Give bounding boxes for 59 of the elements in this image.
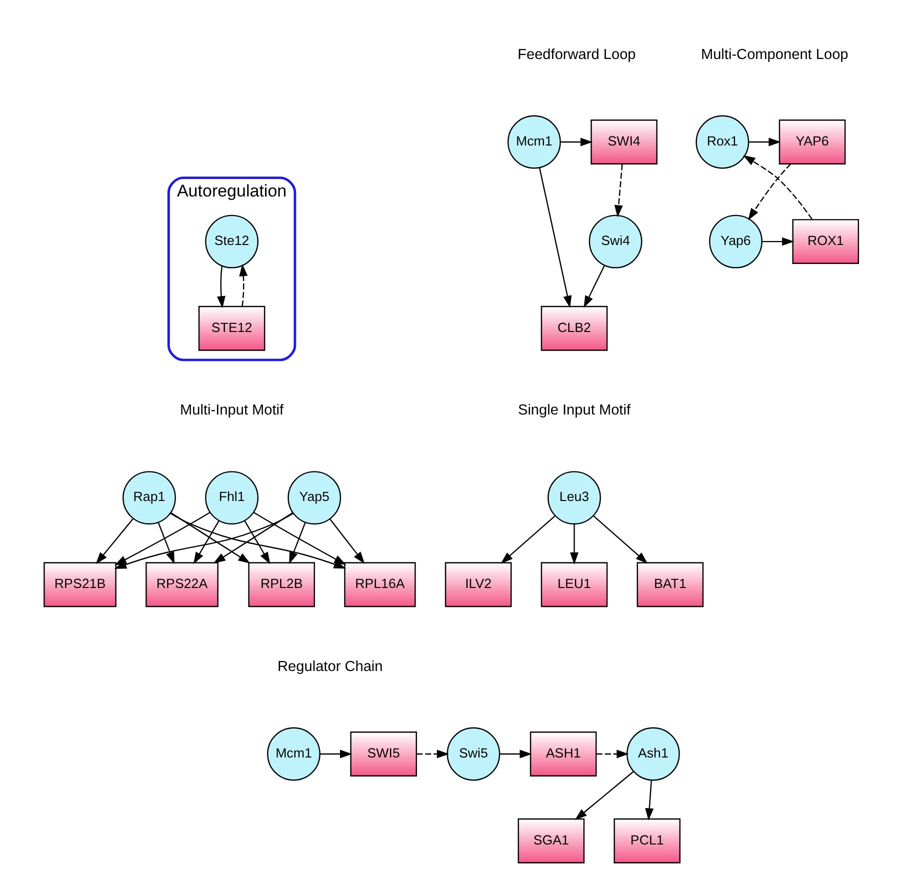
arrow bbox=[748, 162, 791, 220]
node-box: SWI4 bbox=[590, 119, 657, 164]
arrow bbox=[538, 167, 572, 308]
arrow bbox=[157, 522, 174, 564]
label: Regulator Chain bbox=[277, 658, 382, 674]
node-circle: Swi4 bbox=[588, 214, 642, 268]
arrow bbox=[592, 515, 648, 564]
node-circle: Rap1 bbox=[122, 470, 176, 524]
node-circle: Mcm1 bbox=[506, 114, 560, 168]
node-box: CLB2 bbox=[540, 305, 608, 350]
arrow bbox=[570, 524, 578, 564]
arrow bbox=[644, 780, 654, 820]
node-box: STE12 bbox=[198, 305, 265, 350]
arrow bbox=[499, 749, 532, 758]
arrow bbox=[583, 264, 605, 308]
arrow bbox=[244, 520, 270, 564]
node-box: RPL16A bbox=[344, 562, 416, 607]
arrow bbox=[170, 512, 250, 563]
node-circle: Fhl1 bbox=[204, 470, 258, 524]
node-box: RPS22A bbox=[145, 562, 218, 607]
node-box: LEU1 bbox=[540, 562, 608, 607]
node-circle: Yap5 bbox=[287, 470, 341, 524]
node-circle: Yap6 bbox=[708, 214, 762, 268]
arrow bbox=[320, 749, 352, 758]
node-box: SWI5 bbox=[350, 731, 416, 776]
node-box: YAP6 bbox=[778, 119, 846, 164]
arrow bbox=[192, 520, 219, 564]
node-box: RPS21B bbox=[43, 562, 116, 607]
node-box: BAT1 bbox=[636, 562, 704, 607]
arrow bbox=[416, 749, 449, 758]
arrow bbox=[762, 236, 794, 246]
node-box: ASH1 bbox=[529, 731, 596, 776]
arrow bbox=[288, 522, 306, 564]
node-box: RPL2B bbox=[248, 562, 314, 607]
node-circle: Ste12 bbox=[204, 214, 258, 268]
arrow bbox=[614, 164, 622, 217]
arrow bbox=[574, 770, 634, 820]
node-box: ILV2 bbox=[444, 562, 512, 607]
node-box: PCL1 bbox=[613, 818, 680, 863]
node-box: SGA1 bbox=[517, 818, 584, 863]
node-circle: Leu3 bbox=[547, 470, 600, 524]
node-box: ROX1 bbox=[792, 218, 859, 264]
arrow bbox=[500, 515, 555, 564]
arrow bbox=[212, 512, 292, 563]
arrow bbox=[596, 749, 628, 758]
arrow bbox=[742, 154, 812, 219]
node-circle: Ash1 bbox=[626, 726, 680, 780]
node-circle: Rox1 bbox=[695, 114, 749, 168]
arrow bbox=[560, 137, 592, 146]
arrow bbox=[238, 264, 248, 306]
node-circle: Swi5 bbox=[446, 726, 500, 780]
arrow bbox=[328, 518, 364, 564]
label: Multi-Component Loop bbox=[700, 46, 848, 62]
arrow bbox=[216, 265, 225, 308]
label: Single Input Motif bbox=[517, 402, 630, 418]
label: Feedforward Loop bbox=[517, 46, 636, 62]
arrow bbox=[748, 137, 780, 146]
node-circle: Mcm1 bbox=[266, 726, 320, 780]
label: Multi-Input Motif bbox=[180, 402, 284, 418]
